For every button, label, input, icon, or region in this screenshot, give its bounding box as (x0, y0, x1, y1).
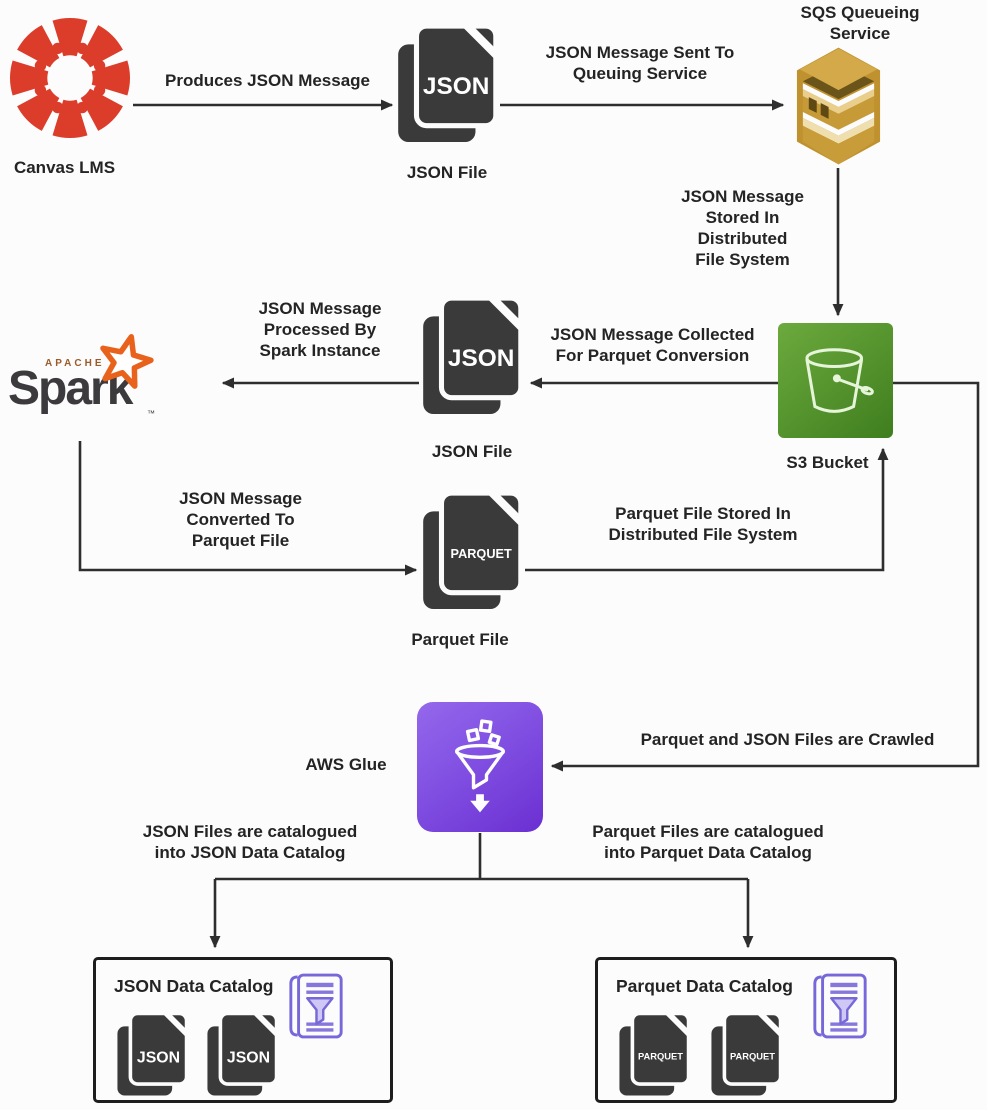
arrow-spark-to-parquet (78, 441, 418, 576)
glue-funnel-glyph (454, 719, 506, 813)
s3-bucket-icon (778, 323, 893, 438)
edge-label-parquet-catalogued: Parquet Files are catalogued into Parque… (592, 822, 824, 863)
json-file-icon: JSON (423, 296, 523, 414)
parquet-file-badge: PARQUET (730, 1052, 775, 1062)
json-catalog-title: JSON Data Catalog (114, 976, 274, 996)
json-file-badge: JSON (137, 1049, 180, 1066)
parquet-file-icon: PARQUET (711, 1012, 782, 1096)
edge-label-stored-in: JSON Message Stored In Distributed File … (681, 187, 804, 270)
data-catalog-book-icon (813, 973, 867, 1039)
json-data-catalog-box: JSON Data Catalog JSON JSON (93, 957, 393, 1103)
json-file-icon: JSON (207, 1012, 278, 1096)
data-catalog-book-icon (289, 973, 343, 1039)
parquet-catalog-title: Parquet Data Catalog (616, 976, 793, 996)
canvas-lms-icon (10, 18, 130, 138)
edge-label-crawled: Parquet and JSON Files are Crawled (640, 730, 935, 749)
sqs-queue-icon (796, 47, 881, 165)
parquet-data-catalog-box: Parquet Data Catalog PARQUET PARQUET (595, 957, 897, 1103)
spark-star-icon (100, 334, 154, 389)
sqs-title: SQS Queueing Service (800, 3, 920, 44)
parquet-file-icon: PARQUET (423, 491, 523, 609)
arrow-s3-to-glue (550, 381, 980, 772)
arrow-parquet-to-s3 (525, 447, 889, 572)
aws-glue-label: AWS Glue (305, 755, 387, 774)
json-file-label: JSON File (406, 163, 488, 182)
edge-label-parquet-stored: Parquet File Stored In Distributed File … (608, 504, 798, 545)
json-file-badge: JSON (423, 73, 489, 100)
edge-label-json-catalogued: JSON Files are catalogued into JSON Data… (142, 822, 358, 863)
json-file-badge: JSON (227, 1049, 270, 1066)
spark-brand-text: APACHE (45, 358, 105, 369)
json-file-badge: JSON (448, 345, 514, 372)
s3-bucket-label: S3 Bucket (786, 453, 869, 472)
edge-label-sent-to-queue: JSON Message Sent To Queuing Service (545, 43, 735, 84)
json-file-icon: JSON (117, 1012, 188, 1096)
edge-label-produces: Produces JSON Message (164, 71, 371, 90)
edge-label-collected: JSON Message Collected For Parquet Conve… (550, 325, 755, 366)
parquet-file-label: Parquet File (411, 630, 509, 649)
canvas-lms-label: Canvas LMS (13, 158, 116, 177)
parquet-file-badge: PARQUET (638, 1052, 683, 1062)
bucket-glyph (804, 347, 874, 413)
json-file-icon: JSON (398, 24, 498, 142)
aws-glue-icon (417, 702, 543, 832)
edge-label-converted: JSON Message Converted To Parquet File (179, 489, 302, 551)
spark-trademark: ™ (147, 409, 155, 418)
apache-spark-logo: APACHE Spark ™ (8, 325, 168, 433)
json-file-label: JSON File (431, 442, 513, 461)
edge-label-processed: JSON Message Processed By Spark Instance (258, 299, 382, 361)
parquet-file-badge: PARQUET (451, 546, 512, 561)
parquet-file-icon: PARQUET (619, 1012, 690, 1096)
